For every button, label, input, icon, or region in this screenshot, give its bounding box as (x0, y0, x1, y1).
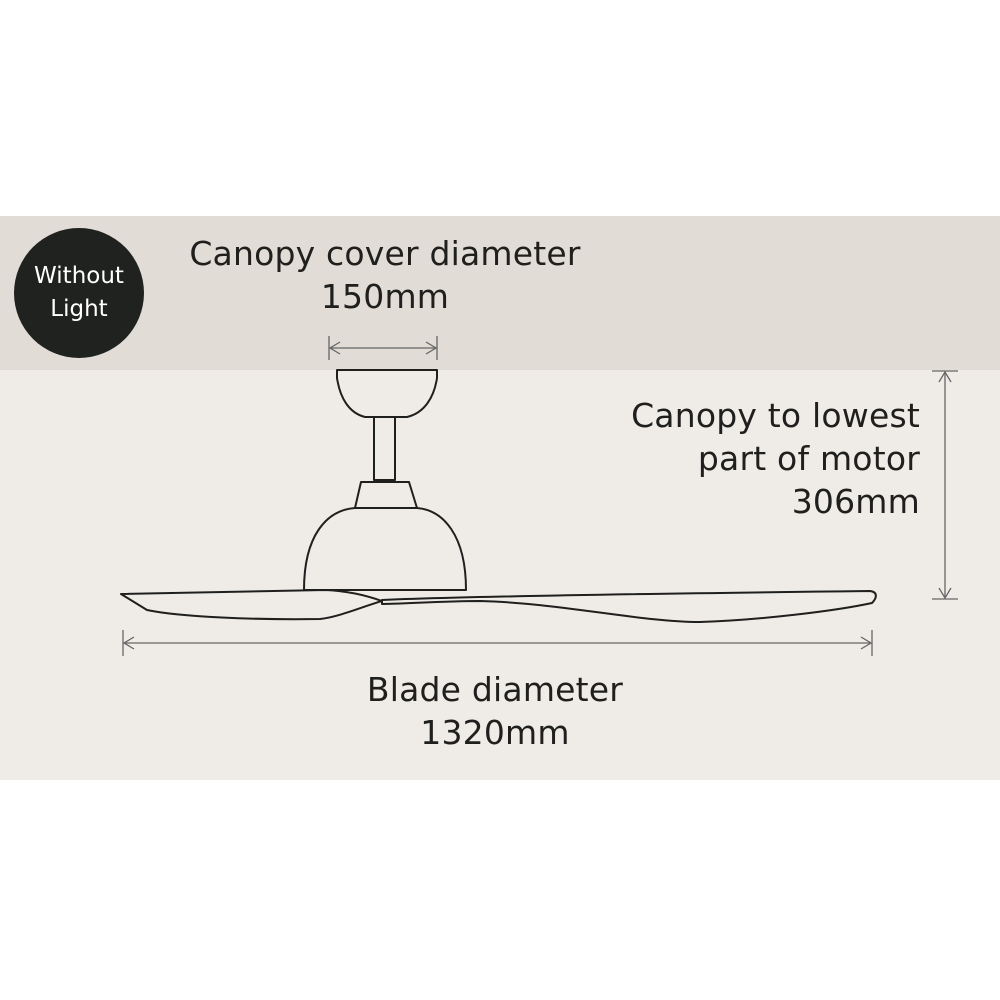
badge-line-1: Without (34, 263, 124, 289)
badge-line-2: Light (50, 296, 108, 322)
blade-diameter-label: Blade diameter 1320mm (290, 668, 700, 754)
motor-housing (303, 507, 467, 591)
blade-right (381, 590, 877, 623)
blade-diameter-value: 1320mm (420, 713, 570, 752)
motor-collar (354, 481, 418, 509)
blade-left (120, 589, 383, 621)
canopy-cover-title: Canopy cover diameter (189, 234, 581, 273)
without-light-badge: Without Light (14, 228, 144, 358)
room-band (0, 370, 1000, 780)
canopy-cover-dimension-arrow (328, 336, 438, 360)
canopy-to-motor-label: Canopy to lowest part of motor 306mm (580, 394, 920, 523)
downrod (373, 417, 396, 481)
canopy-to-motor-line-1: Canopy to lowest (631, 396, 920, 435)
ceiling-fan-outline (120, 369, 877, 623)
ceiling-band (0, 216, 1000, 370)
canopy-cover-label: Canopy cover diameter 150mm (160, 232, 610, 318)
canopy-to-motor-dimension-arrow (932, 370, 958, 600)
canopy-cover (336, 369, 438, 418)
blade-diameter-dimension-arrow (122, 630, 873, 656)
canopy-to-motor-line-2: part of motor (697, 439, 920, 478)
blade-diameter-title: Blade diameter (366, 670, 624, 709)
canopy-cover-value: 150mm (320, 277, 450, 316)
canopy-to-motor-value: 306mm (791, 482, 920, 521)
